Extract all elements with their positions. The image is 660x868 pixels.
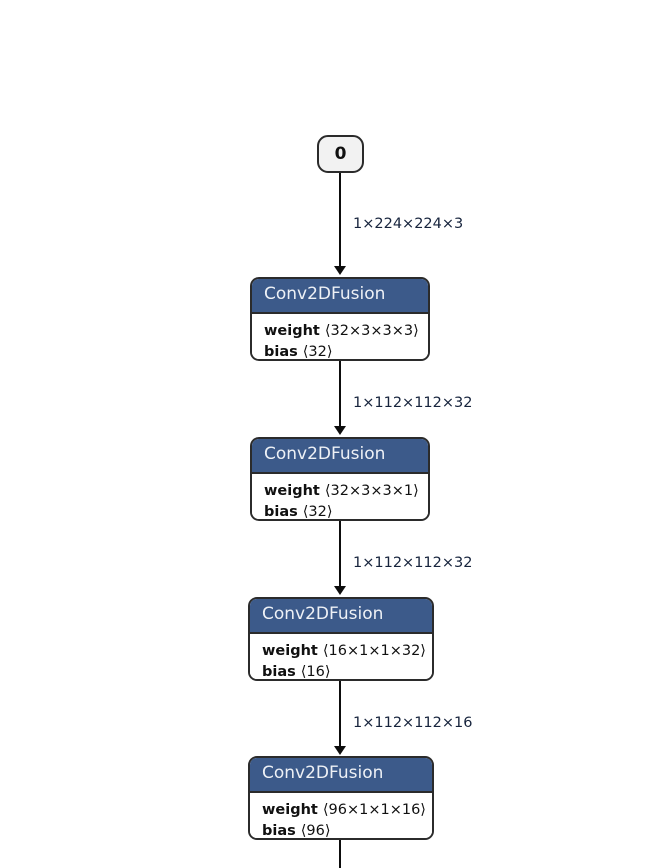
- node-2-attr-weight: weight⟨16×1×1×32⟩: [262, 641, 426, 662]
- node-3[interactable]: Conv2DFusion weight⟨96×1×1×16⟩ bias⟨96⟩: [248, 756, 434, 840]
- node-3-attr-weight: weight⟨96×1×1×16⟩: [262, 800, 426, 821]
- edge-arrowhead-3: [334, 746, 346, 755]
- edge-label-1: 1×112×112×32: [353, 395, 473, 411]
- node-2-attr-weight-name: weight: [262, 642, 318, 659]
- node-2-attr-bias-name: bias: [262, 664, 296, 680]
- edge-line-0: [339, 173, 341, 269]
- input-node-label: 0: [334, 143, 347, 164]
- node-1-attr-weight-value: ⟨32×3×3×1⟩: [324, 482, 419, 499]
- node-0[interactable]: Conv2DFusion weight⟨32×3×3×3⟩ bias⟨32⟩: [250, 277, 430, 361]
- node-0-attr-bias-name: bias: [264, 344, 298, 360]
- node-2-attr-bias: bias⟨16⟩: [262, 662, 420, 680]
- edge-line-4-partial: [339, 840, 341, 868]
- node-0-attr-bias-value: ⟨32⟩: [302, 344, 333, 360]
- node-3-body: weight⟨96×1×1×16⟩ bias⟨96⟩: [250, 792, 432, 839]
- node-2[interactable]: Conv2DFusion weight⟨16×1×1×32⟩ bias⟨16⟩: [248, 597, 434, 681]
- edge-label-2: 1×112×112×32: [353, 555, 473, 571]
- node-3-attr-bias-value: ⟨96⟩: [300, 823, 331, 839]
- node-0-attr-weight: weight⟨32×3×3×3⟩: [264, 321, 419, 342]
- node-2-body: weight⟨16×1×1×32⟩ bias⟨16⟩: [250, 633, 432, 680]
- edge-arrowhead-2: [334, 586, 346, 595]
- node-1-attr-bias: bias⟨32⟩: [264, 502, 416, 520]
- node-0-attr-bias: bias⟨32⟩: [264, 342, 416, 360]
- node-1-body: weight⟨32×3×3×1⟩ bias⟨32⟩: [252, 473, 428, 520]
- node-2-attr-bias-value: ⟨16⟩: [300, 664, 331, 680]
- edge-label-3: 1×112×112×16: [353, 715, 473, 731]
- edge-line-3: [339, 681, 341, 749]
- node-3-attr-bias-name: bias: [262, 823, 296, 839]
- node-2-attr-weight-value: ⟨16×1×1×32⟩: [322, 642, 426, 659]
- node-0-title: Conv2DFusion: [252, 279, 428, 314]
- node-1[interactable]: Conv2DFusion weight⟨32×3×3×1⟩ bias⟨32⟩: [250, 437, 430, 521]
- node-0-attr-weight-value: ⟨32×3×3×3⟩: [324, 322, 419, 339]
- node-1-attr-weight: weight⟨32×3×3×1⟩: [264, 481, 419, 502]
- node-1-attr-weight-name: weight: [264, 482, 320, 499]
- node-1-title: Conv2DFusion: [252, 439, 428, 474]
- input-node[interactable]: 0: [317, 135, 364, 173]
- node-3-title: Conv2DFusion: [250, 758, 432, 793]
- node-0-attr-weight-name: weight: [264, 322, 320, 339]
- node-3-attr-bias: bias⟨96⟩: [262, 821, 420, 839]
- node-3-attr-weight-value: ⟨96×1×1×16⟩: [322, 801, 426, 818]
- node-0-body: weight⟨32×3×3×3⟩ bias⟨32⟩: [252, 313, 428, 360]
- edge-label-0: 1×224×224×3: [353, 216, 464, 232]
- edge-arrowhead-0: [334, 266, 346, 275]
- edge-line-2: [339, 521, 341, 589]
- node-2-title: Conv2DFusion: [250, 599, 432, 634]
- node-1-attr-bias-name: bias: [264, 504, 298, 520]
- node-1-attr-bias-value: ⟨32⟩: [302, 504, 333, 520]
- edge-line-1: [339, 361, 341, 429]
- edge-arrowhead-1: [334, 426, 346, 435]
- node-3-attr-weight-name: weight: [262, 801, 318, 818]
